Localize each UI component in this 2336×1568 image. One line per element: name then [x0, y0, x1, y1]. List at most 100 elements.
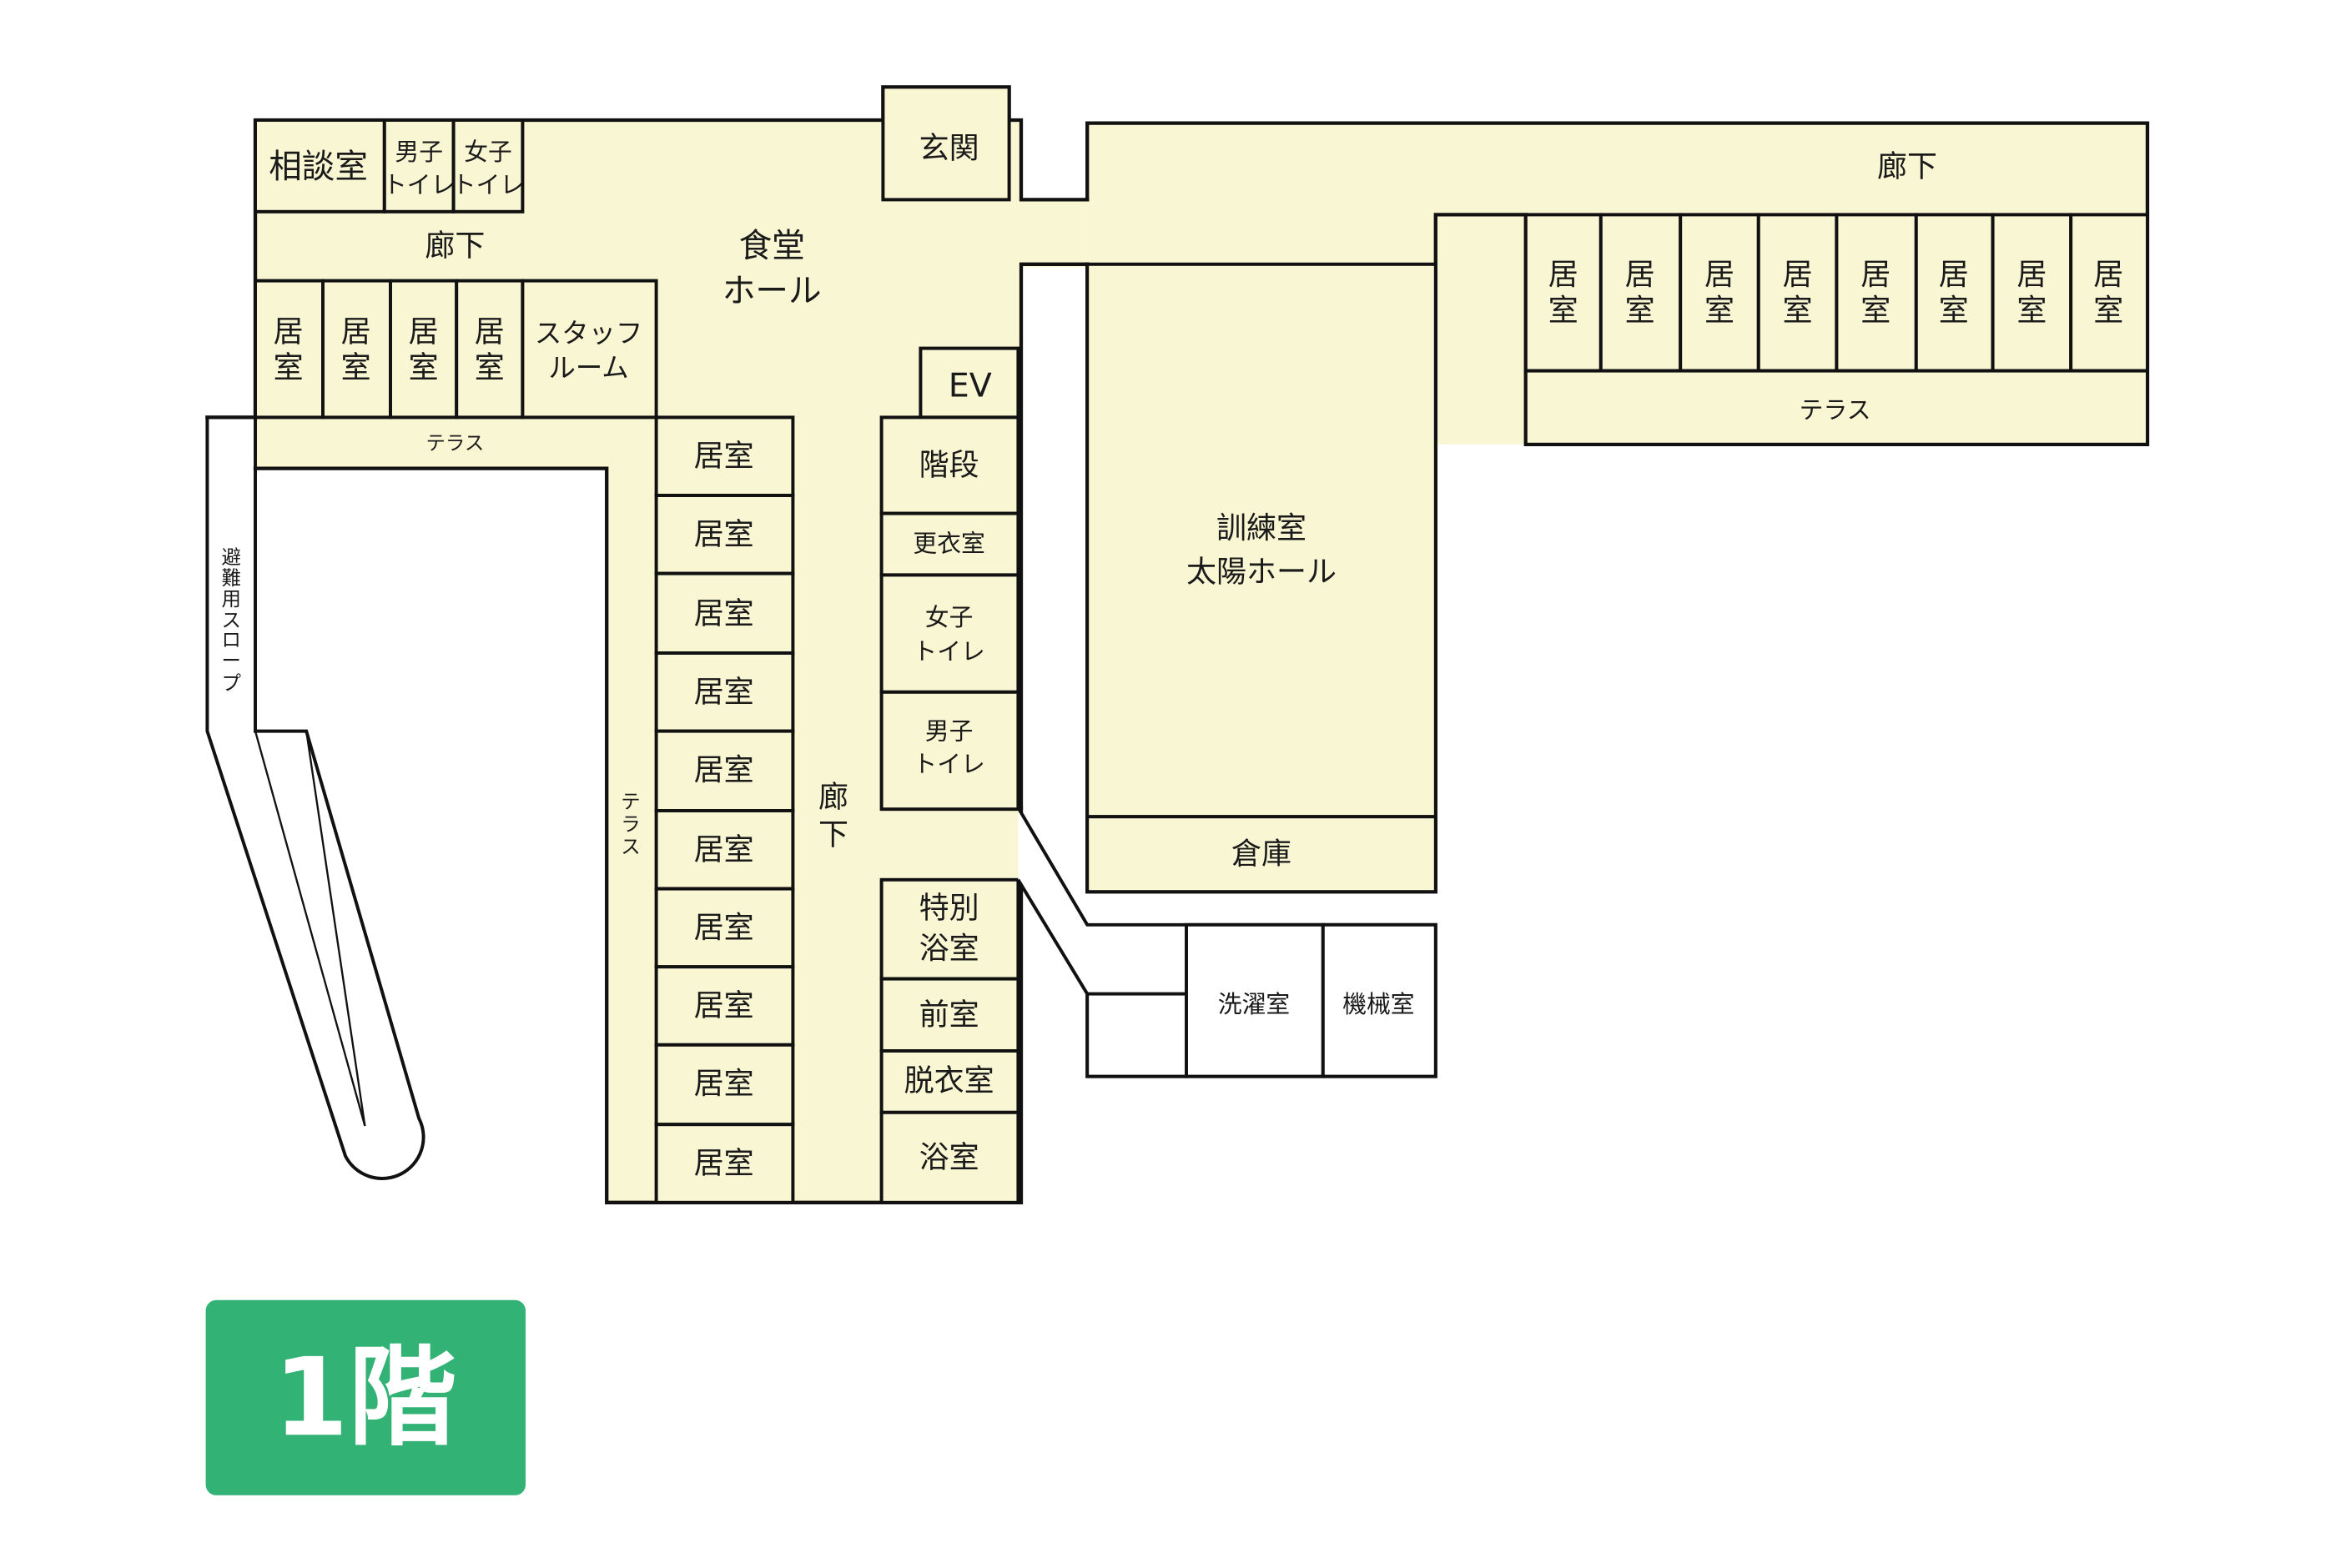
resident-room-mid-8-label: 居室: [694, 989, 754, 1023]
resident-room-right-8-label-1: 居: [2093, 258, 2123, 292]
floor-label: 1階: [274, 1334, 457, 1460]
womens-toilet-top: [451, 118, 525, 214]
bathroom: [879, 1110, 1020, 1204]
slope-char-1: 避: [222, 545, 241, 569]
resident-room-right-7-label-2: 室: [2016, 294, 2047, 328]
resident-room-right-7-label-1: 居: [2016, 258, 2047, 292]
resident-room-right-6-label-2: 室: [1939, 294, 1969, 328]
slope-char-2: 難: [222, 566, 241, 590]
resident-room-right-1-label-2: 室: [1548, 294, 1578, 328]
storage-small: [1085, 992, 1188, 1078]
machine-room-label: 機械室: [1342, 990, 1414, 1018]
resident-room-right-5-label-1: 居: [1860, 258, 1890, 292]
resident-room-mid-7-label: 居室: [694, 911, 754, 945]
dining-hall-label-1: 食堂: [739, 227, 805, 265]
mens-toilet-label-2: トイレ: [913, 750, 984, 778]
corridor-right-label: 廊下: [1877, 149, 1937, 183]
mens-toilet-top-label-1: 男子: [395, 138, 443, 166]
warehouse-label: 倉庫: [1231, 837, 1291, 872]
mens-toilet: [879, 690, 1020, 812]
resident-room-right-8-label-2: 室: [2093, 294, 2123, 328]
terrace-right: [1523, 369, 2149, 446]
resident-room-left-4-label-2: 室: [475, 351, 505, 385]
corridor-center-label-2: 下: [818, 817, 848, 852]
resident-room-left-4: [455, 279, 525, 420]
terrace-left-label: テラス: [426, 431, 485, 455]
middle-resident-room-labels: 居室 居室 居室 居室 居室 居室 居室 居室 居室 居室: [694, 440, 754, 1181]
resident-room-right-4-label-1: 居: [1783, 258, 1813, 292]
special-bathroom-label-2: 浴室: [919, 932, 979, 966]
resident-room-left-3-label-1: 居: [409, 314, 439, 349]
right-resident-room-labels: 居 室 居 室 居 室 居 室 居 室 居 室 居 室 居 室: [1548, 258, 2123, 328]
locker-room-label: 更衣室: [913, 530, 984, 558]
resident-room-right-2-label-2: 室: [1625, 294, 1655, 328]
resident-room-mid-5-label: 居室: [694, 753, 754, 787]
resident-room-right-1-label-1: 居: [1548, 258, 1578, 292]
terrace-vertical-char-1: テ: [621, 790, 640, 813]
entrance: [881, 85, 1011, 202]
warehouse: [1085, 815, 1437, 894]
resident-room-mid-2-label: 居室: [694, 517, 754, 551]
dressing-room-label: 脱衣室: [904, 1064, 994, 1098]
womens-toilet-label-1: 女子: [925, 603, 974, 631]
floor-badge: [205, 1299, 526, 1495]
special-bathroom-label-1: 特別: [919, 892, 979, 926]
resident-room-left-2-label-2: 室: [341, 351, 371, 385]
middle-resident-rooms: [654, 415, 795, 1204]
elevator-label: EV: [949, 367, 992, 405]
resident-room-left-2-label-1: 居: [341, 314, 371, 349]
dining-hall-label-2: ホール: [722, 272, 822, 310]
resident-room-mid-9-label: 居室: [694, 1067, 754, 1101]
laundry-room-label: 洗濯室: [1218, 990, 1290, 1018]
womens-toilet-label-2: トイレ: [913, 637, 984, 666]
consultation-room: [254, 118, 386, 214]
staff-room-label-2: ルーム: [549, 352, 629, 384]
resident-room-right-2-label-1: 居: [1625, 258, 1655, 292]
entrance-label: 玄関: [919, 132, 979, 166]
mens-toilet-top-label-2: トイレ: [383, 170, 455, 199]
corridor-left-label: 廊下: [425, 229, 485, 264]
terrace-vertical-char-3: ス: [621, 835, 640, 858]
womens-toilet: [879, 573, 1020, 694]
training-room-label-2: 太陽ホール: [1186, 555, 1337, 589]
slope-char-7: プ: [222, 671, 242, 695]
resident-room-left-1-label-1: 居: [274, 314, 304, 349]
resident-room-right-4-label-2: 室: [1783, 294, 1813, 328]
terrace-right-label: テラス: [1800, 395, 1871, 424]
resident-room-right-5-label-2: 室: [1860, 294, 1890, 328]
staff-room-label-1: スタッフ: [535, 318, 643, 349]
resident-room-right-6-label-1: 居: [1939, 258, 1969, 292]
corridor-center-label-1: 廊: [818, 780, 848, 814]
resident-room-mid-6-label: 居室: [694, 832, 754, 867]
evacuation-slope-label: 避 難 用 ス ロ ー プ: [222, 545, 242, 695]
womens-toilet-top-label-2: トイレ: [452, 170, 524, 199]
resident-room-left-4-label-1: 居: [475, 314, 505, 349]
terrace-vertical-label: テ ラ ス: [621, 790, 640, 858]
staircase-label: 階段: [919, 449, 979, 483]
resident-room-left-1: [254, 279, 325, 420]
staff-room: [521, 279, 658, 420]
resident-room-left-2: [321, 279, 392, 420]
slope-char-5: ロ: [222, 628, 241, 651]
resident-room-left-3-label-2: 室: [409, 351, 439, 385]
locker-room: [879, 511, 1020, 577]
dressing-room: [879, 1049, 1020, 1114]
resident-room-mid-1-label: 居室: [694, 440, 754, 474]
resident-room-mid-10-label: 居室: [694, 1147, 754, 1181]
slope-char-6: ー: [222, 649, 241, 672]
training-room-label-1: 訓練室: [1216, 511, 1306, 545]
consultation-room-label: 相談室: [269, 148, 368, 186]
resident-room-right-3-label-1: 居: [1704, 258, 1734, 292]
womens-toilet-top-label-1: 女子: [464, 138, 512, 166]
resident-room-left-1-label-2: 室: [274, 351, 304, 385]
training-room: [1085, 262, 1437, 819]
terrace-vertical-char-2: ラ: [621, 812, 640, 836]
slope-char-3: 用: [222, 587, 241, 611]
bathroom-label: 浴室: [919, 1140, 979, 1174]
machine-room: [1321, 922, 1437, 1078]
anteroom-label: 前室: [919, 998, 979, 1032]
right-resident-rooms: [1523, 213, 2149, 373]
resident-room-right-3-label-2: 室: [1704, 294, 1734, 328]
